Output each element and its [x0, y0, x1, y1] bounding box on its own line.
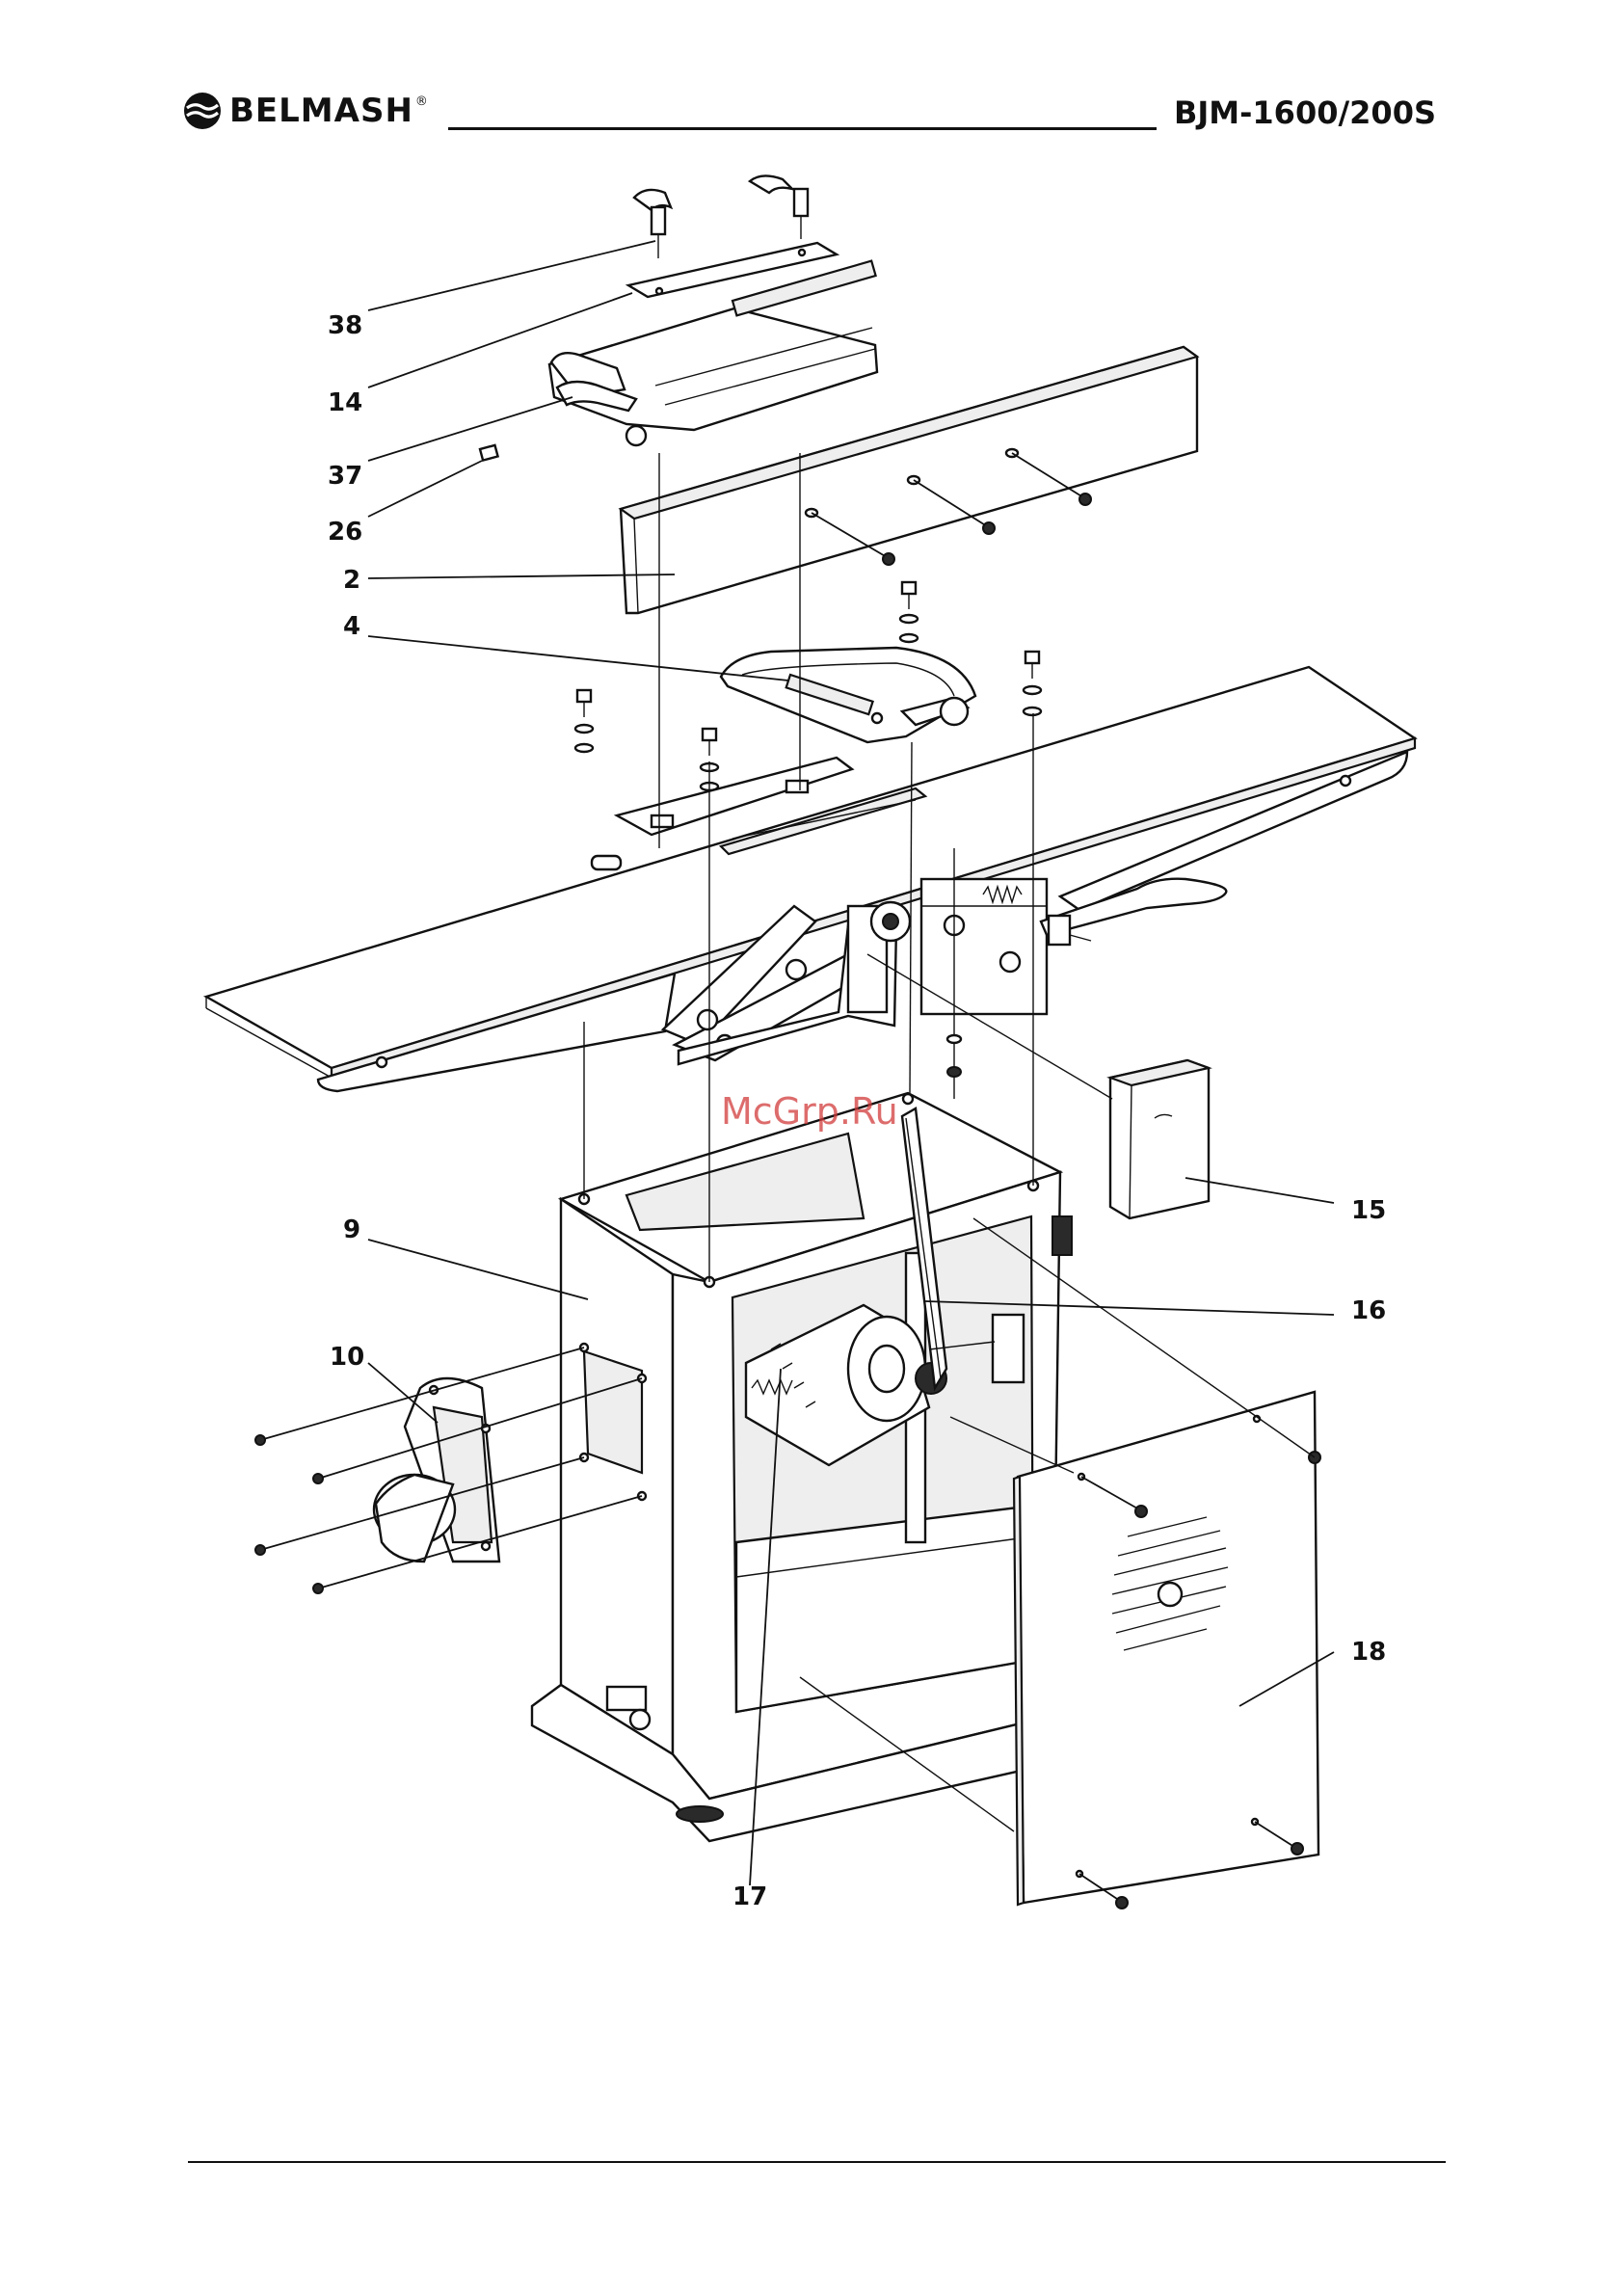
callout-18: 18 [1351, 1638, 1386, 1667]
watermark: McGrp.Ru [721, 1090, 898, 1133]
outfeed-bracket [921, 879, 1047, 1014]
clamp-lever-left [634, 190, 671, 258]
footer-rule [188, 2161, 1446, 2163]
callout-26: 26 [328, 518, 362, 547]
callout-2: 2 [343, 566, 360, 595]
dust-chute [374, 1378, 499, 1562]
door-panel [1014, 1392, 1320, 1909]
cabinet-stand [532, 1093, 1072, 1841]
callout-38: 38 [328, 311, 362, 340]
clamp-lever-right [750, 175, 808, 239]
callout-16: 16 [1351, 1296, 1386, 1325]
callout-10: 10 [330, 1343, 364, 1372]
belt-cover [1110, 1060, 1209, 1218]
callout-15: 15 [1351, 1196, 1386, 1225]
jointer-table-assembly [206, 667, 1415, 1091]
fence-clamp-assembly [480, 175, 877, 460]
callout-9: 9 [343, 1215, 360, 1244]
cutter-guard [721, 648, 975, 742]
callout-4: 4 [343, 612, 360, 641]
callout-14: 14 [328, 388, 362, 417]
square-nut [480, 445, 498, 461]
callout-17: 17 [732, 1882, 767, 1911]
callout-37: 37 [328, 462, 362, 491]
